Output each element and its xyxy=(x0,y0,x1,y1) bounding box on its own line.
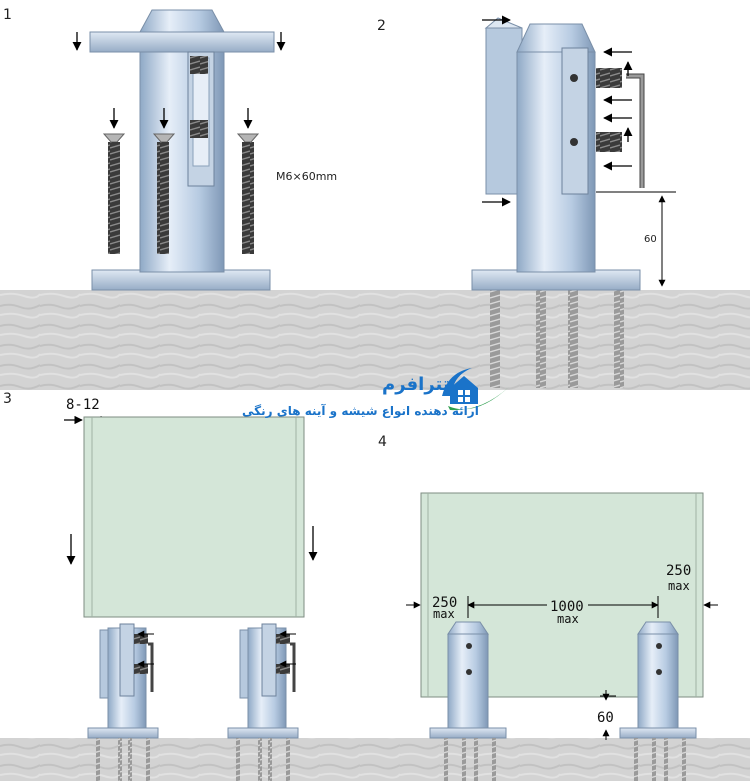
base-plate xyxy=(91,269,271,291)
spacing-dimensions xyxy=(406,596,718,740)
step-2-panel: 2 xyxy=(377,15,676,388)
concrete-slab-bottom xyxy=(0,738,750,781)
post-cap xyxy=(139,9,225,33)
step-3-number: 3 xyxy=(3,391,12,407)
height-value: 60 xyxy=(597,710,614,726)
cover-plate xyxy=(89,31,275,53)
left-edge-label: 250 max xyxy=(432,595,457,621)
clamp-bolt-icon xyxy=(190,56,208,138)
brand-watermark: تترافرم ارائه دهنده انواع شیشه و آینه ها… xyxy=(242,368,510,419)
post-left xyxy=(429,621,507,781)
lower-arrows xyxy=(66,526,318,565)
post-right xyxy=(227,623,299,781)
svg-text:max: max xyxy=(557,612,579,626)
screw-size-label: M6×60mm xyxy=(276,170,337,183)
right-edge-label: 250 max xyxy=(666,563,691,593)
set-screw-icon xyxy=(596,68,622,152)
post-left xyxy=(87,623,159,781)
step-1-number: 1 xyxy=(3,7,12,23)
height-dimension xyxy=(596,191,676,287)
anchor-screws xyxy=(102,133,260,254)
concrete-slab-top xyxy=(0,290,750,390)
post-right xyxy=(619,621,697,781)
base-plate xyxy=(471,269,641,291)
height-value: 60 xyxy=(644,234,657,245)
svg-text:250: 250 xyxy=(432,595,457,611)
step-3-panel: 3 8-12 xyxy=(3,391,318,781)
house-check-logo-icon xyxy=(442,368,510,411)
embedded-anchors xyxy=(490,290,624,388)
direction-arrows xyxy=(482,15,633,207)
glass-panel xyxy=(83,416,305,618)
brand-name: تترافرم xyxy=(382,374,450,395)
svg-text:250: 250 xyxy=(666,563,691,579)
svg-text:1000: 1000 xyxy=(550,599,584,615)
brand-tagline: ارائه دهنده انواع شیشه و آینه های رنگی xyxy=(242,403,479,419)
clamp-plate xyxy=(561,47,589,195)
svg-text:max: max xyxy=(433,607,455,621)
step-4-panel: 4 xyxy=(378,434,718,781)
step-4-number: 4 xyxy=(378,434,387,450)
down-arrows xyxy=(72,32,286,129)
post-spacing-label: 1000 max xyxy=(550,599,584,626)
step-2-number: 2 xyxy=(377,18,386,34)
step-1-panel: 1 M6×60mm xyxy=(3,7,337,291)
glass-thickness-label: 8-12 xyxy=(66,397,100,413)
svg-text:max: max xyxy=(668,579,690,593)
